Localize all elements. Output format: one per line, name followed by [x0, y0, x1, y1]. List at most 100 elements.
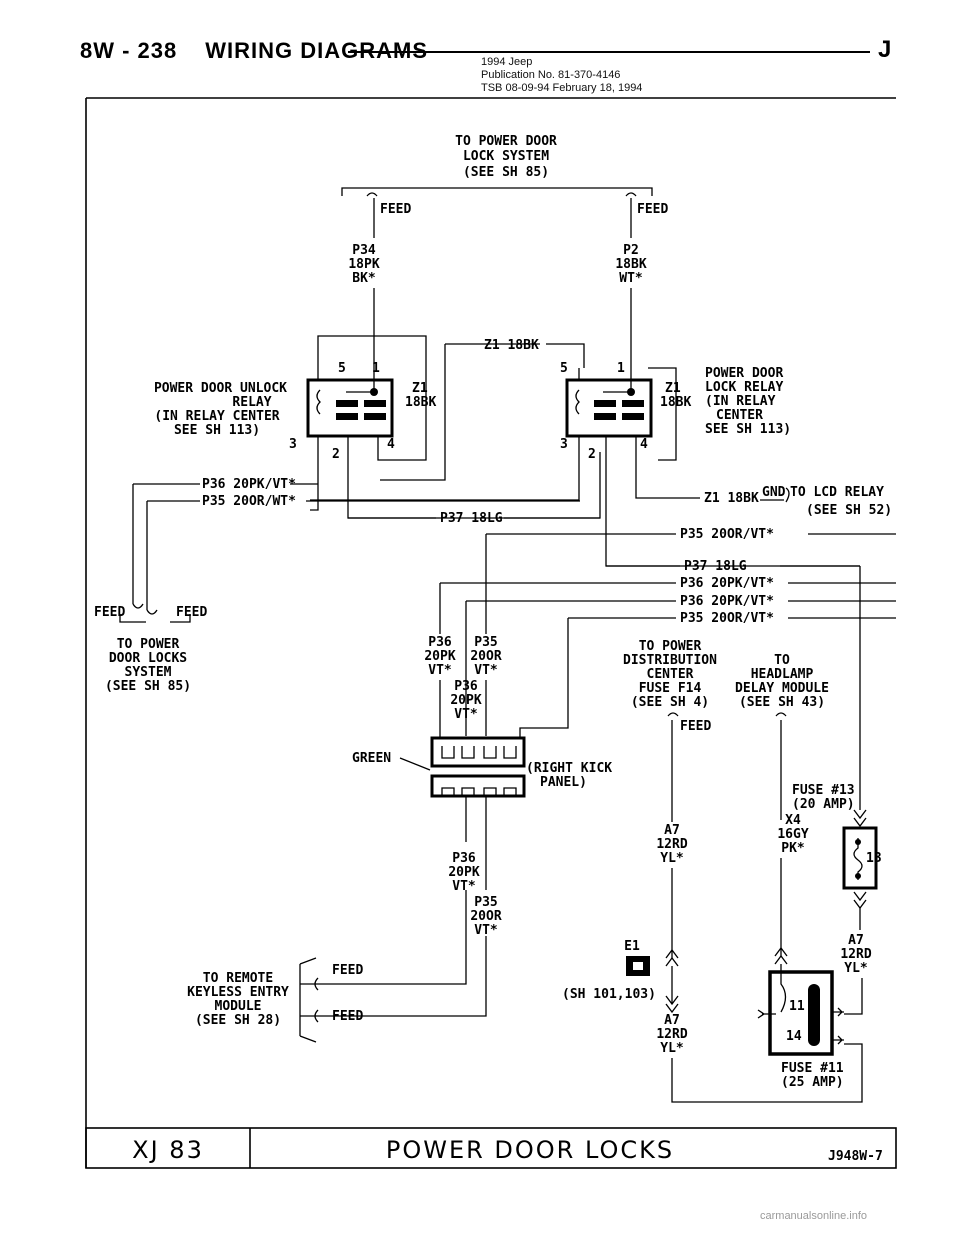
z1-top-label: Z1 18BK [484, 338, 539, 353]
fuse11-num-1: 11 [789, 999, 805, 1014]
pdc-feed-symbol [667, 712, 679, 717]
p35-r2-label: P35 20OR/VT* [680, 611, 774, 626]
fuse11-terminals [757, 1007, 844, 1045]
pub-line-2: Publication No. 81-370-4146 [481, 69, 621, 81]
p37-mid-label: P37 18LG [440, 511, 503, 526]
top-ref-line-1: TO POWER DOOR [455, 134, 557, 149]
fuse11-box [768, 970, 834, 1056]
unlock-pin-5: 5 [338, 361, 346, 376]
rke-feed-2: FEED [332, 1009, 363, 1024]
c-p36b-line-1: P36 [454, 679, 478, 694]
connector-cavities-top [441, 746, 517, 759]
fuse13-bottom-splice [853, 891, 867, 910]
a7-2-line-1: A7 [848, 933, 864, 948]
green-connector-top [430, 736, 526, 768]
d-p35-line-1: P35 [474, 895, 497, 910]
wire-left-feeds [132, 483, 200, 610]
p36-r2-label: P36 20PK/VT* [680, 594, 774, 609]
lcd-ref-line-1: TO LCD RELAY [790, 485, 884, 500]
unlock-relay-box [306, 378, 394, 438]
d-p35-line-2: 20OR [470, 909, 501, 924]
unlock-contact-d [364, 413, 386, 420]
door-locks-line-2: DOOR LOCKS [109, 651, 187, 666]
watermark: carmanualsonline.info [760, 1210, 868, 1222]
header-rule [348, 51, 870, 53]
wire-z1-top-right [546, 343, 585, 368]
unlock-relay-z1-loop [317, 335, 427, 461]
fuse11-line-2: (25 AMP) [781, 1075, 844, 1090]
lock-label-5: SEE SH 113) [705, 422, 791, 437]
unlock-label-1: POWER DOOR UNLOCK [154, 381, 287, 396]
lock-contact-c [594, 413, 616, 420]
door-locks-line-4: (SEE SH 85) [105, 679, 191, 694]
fuse13-num: 13 [866, 851, 882, 866]
lock-pin-2: 2 [588, 447, 596, 462]
connector-loc-1: (RIGHT KICK [526, 761, 612, 776]
z1-left-line-2: 18BK [405, 395, 436, 410]
fuse13-box [842, 826, 878, 890]
unlock-pin-1: 1 [372, 361, 380, 376]
a7-splice-down [665, 995, 679, 1014]
p36-left-label: P36 20PK/VT* [202, 477, 296, 492]
lock-relay-box [565, 378, 653, 438]
wire-a7-return [671, 1043, 863, 1103]
headlamp-line-4: (SEE SH 43) [739, 695, 825, 710]
c-p36-line-2: 20PK [424, 649, 455, 664]
x4-line-2: 16GY [777, 827, 808, 842]
p34-line-1: P34 [352, 243, 376, 258]
p37-r-label: P37 18LG [684, 559, 747, 574]
ground-block-inner [633, 962, 643, 970]
fuse11-line-1: FUSE #11 [781, 1061, 844, 1076]
d-p36-line-2: 20PK [448, 865, 479, 880]
unlock-relay-coil [316, 389, 321, 415]
p35-left-label: P35 20OR/WT* [202, 494, 296, 509]
d-p36-line-3: VT* [452, 879, 476, 894]
unlock-label-2: RELAY [232, 395, 271, 410]
footer-model: XJ 83 [132, 1136, 204, 1164]
door-locks-feed-symbols [132, 603, 158, 615]
fuse13-line-1: FUSE #13 [792, 783, 855, 798]
x4-splice [774, 946, 788, 965]
rke-bracket [299, 957, 317, 1043]
rke-feed-symbols [314, 977, 319, 1023]
headlamp-line-2: HEADLAMP [751, 667, 814, 682]
pdc-line-4: FUSE F14 [639, 681, 702, 696]
lcd-ref-line-2: (SEE SH 52) [806, 503, 892, 518]
d-p36-line-1: P36 [452, 851, 476, 866]
x4-line-3: PK* [781, 841, 805, 856]
wire-x4-to-fuse11 [780, 964, 787, 1013]
a7-3-line-2: 12RD [656, 1027, 687, 1042]
x4-line-1: X4 [785, 813, 801, 828]
a7-splice-up [665, 948, 679, 967]
rke-line-2: KEYLESS ENTRY [187, 985, 289, 1000]
page-code: 8W - 238 [80, 38, 178, 63]
make-letter: J [878, 36, 892, 63]
connector-leader [399, 757, 431, 771]
rke-feed-1: FEED [332, 963, 363, 978]
top-ref-bracket [341, 187, 653, 196]
wire-rke-feeds [300, 796, 487, 1017]
lock-contact-a [594, 400, 616, 407]
pdc-line-1: TO POWER [639, 639, 702, 654]
p34-line-3: BK* [352, 271, 376, 286]
feed-label-door-left: FEED [94, 605, 125, 620]
door-locks-bracket [119, 614, 191, 623]
wire-a7-2 [844, 978, 863, 1015]
z1-right-line-2: 18BK [660, 395, 691, 410]
a7-3-line-1: A7 [664, 1013, 680, 1028]
headlamp-line-1: TO [774, 653, 790, 668]
wire-connector-drops [439, 534, 569, 738]
z1-gnd-label: Z1 18BK [704, 491, 759, 506]
lock-relay-inputs [578, 360, 632, 393]
c-p36-line-3: VT* [428, 663, 452, 678]
wire-z1-top [380, 343, 540, 481]
fuse13-top-splice [853, 809, 867, 828]
fuse11-num-2: 14 [786, 1029, 802, 1044]
a7-1-line-1: A7 [664, 823, 680, 838]
connector-cavities-bottom [441, 787, 517, 796]
fuse13-term-a [855, 839, 861, 845]
c-p36b-line-3: VT* [454, 707, 478, 722]
top-ref-line-2: LOCK SYSTEM [463, 149, 549, 164]
